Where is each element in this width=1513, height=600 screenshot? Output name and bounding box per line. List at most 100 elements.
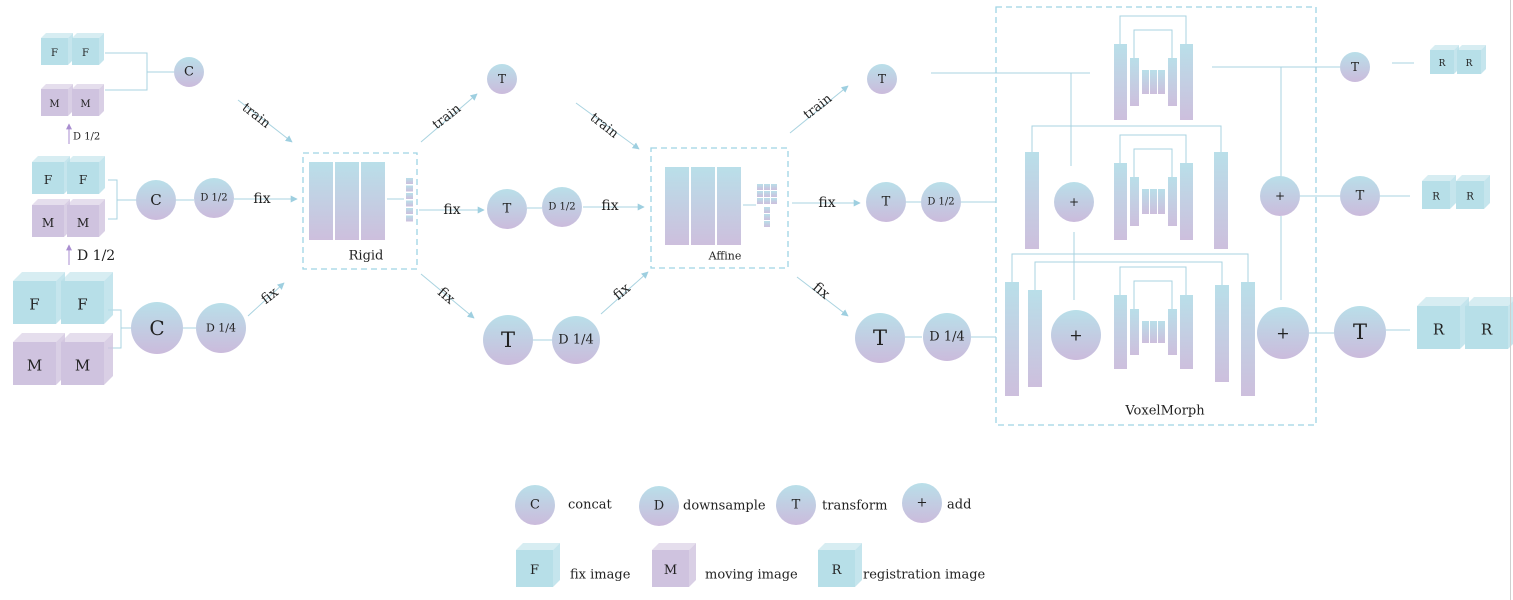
rigid-bar-3	[361, 162, 385, 240]
add-node-mid-left-label: +	[1069, 195, 1079, 209]
legend-registration-image-icon-front-face	[818, 550, 855, 587]
registration-image-mid-2-label: R	[1466, 192, 1474, 203]
affine-output-cell-2	[764, 214, 770, 220]
concat-node-mid	[136, 180, 176, 220]
arrow-fix-to-affine-low	[600, 271, 649, 315]
arrow-train-to-rigid	[237, 99, 293, 143]
moving-image-low-1-top-face	[13, 333, 65, 342]
fix-image-low-1-front-face	[13, 281, 56, 324]
moving-image-mid-2-label: M	[77, 216, 89, 230]
low-outer-left-bar-2	[1028, 290, 1042, 387]
transform-node-final-low-label: T	[1353, 320, 1367, 344]
legend-transform-label: transform	[822, 499, 887, 514]
rigid-module-box	[302, 152, 418, 270]
bracket-top	[105, 52, 148, 91]
fix-image-mid-1: F	[32, 156, 70, 194]
rigid-output-cell-2	[406, 185, 413, 192]
moving-image-mid-1-label: M	[42, 216, 54, 230]
unet-low-enc-1	[1114, 295, 1127, 369]
fix-label-7: fix	[818, 195, 835, 211]
mid-outer-skip	[1031, 125, 1222, 152]
unet-low-skip-outer	[1119, 266, 1187, 295]
train-label-3: train	[587, 110, 622, 142]
transform-node-affine-mid	[866, 182, 906, 222]
transform-node-affine-low	[855, 313, 905, 363]
unet-low-dec-1	[1180, 295, 1193, 369]
bracket-mid	[108, 179, 118, 220]
arrow-train-to-affine	[575, 102, 640, 150]
downsample-node-affine-low-label: D 1/4	[929, 330, 964, 345]
fix-image-low-2-label: F	[77, 296, 87, 314]
rigid-module-label: Rigid	[349, 249, 384, 264]
downsample-node-affine-low	[923, 313, 971, 361]
downsample-node-low-label: D 1/4	[206, 322, 236, 335]
registration-image-low-1-front-face	[1417, 306, 1460, 349]
moving-image-low-2-label: M	[75, 357, 90, 375]
legend-fix-image-label: fix image	[570, 568, 631, 583]
affine-grid-cell-2	[764, 184, 770, 190]
affine-grid-cell-3	[771, 184, 777, 190]
unet-mid-dec-1	[1180, 163, 1193, 240]
legend-downsample-icon	[639, 486, 679, 526]
unet-mid-bottleneck-2	[1150, 189, 1157, 214]
moving-image-top-1-front-face	[41, 89, 68, 116]
transform-node-affine-top-label: T	[878, 72, 886, 86]
moving-image-top-2: M	[72, 84, 104, 116]
fix-image-top-1-front-face	[41, 38, 68, 65]
affine-bar-1	[665, 167, 689, 245]
fix-image-low-1-top-face	[13, 272, 65, 281]
voxelmorph-module-label: VoxelMorph	[1124, 404, 1205, 419]
affine-bar-2	[691, 167, 715, 245]
legend-registration-image-icon-label: R	[832, 563, 843, 578]
transform-node-final-top	[1340, 52, 1370, 82]
unet-top-skip-inner	[1133, 29, 1173, 58]
fix-image-top-1-side-face	[68, 33, 73, 65]
downsample-node-rigid-low-label: D 1/4	[558, 333, 593, 348]
fix-label-3: fix	[443, 202, 460, 218]
legend-concat-icon-label: C	[530, 498, 540, 513]
concat-node-mid-label: C	[150, 191, 161, 209]
mid-outer-left-bar	[1025, 152, 1039, 249]
legend-registration-image-icon: R	[818, 543, 862, 587]
moving-image-top-2-top-face	[72, 84, 104, 89]
affine-grid-cell-7	[757, 198, 763, 204]
unet-low-skip-inner	[1133, 280, 1173, 309]
legend-moving-image-icon-side-face	[689, 543, 696, 587]
moving-image-top-2-side-face	[99, 84, 104, 116]
moving-image-top-2-front-face	[72, 89, 99, 116]
legend-registration-image-icon-top-face	[818, 543, 862, 550]
fix-image-top-2: F	[72, 33, 104, 65]
fix-image-low-2-front-face	[61, 281, 104, 324]
legend-moving-image-icon: M	[652, 543, 696, 587]
legend-fix-image-icon-label: F	[530, 563, 539, 578]
registration-image-low-2: R	[1465, 297, 1513, 349]
legend-fix-image-icon: F	[516, 543, 560, 587]
train-label-4: train	[801, 91, 836, 123]
legend-moving-image-icon-front-face	[652, 550, 689, 587]
unet-low-bottleneck-3	[1158, 321, 1165, 343]
unet-top-bottleneck-1	[1142, 70, 1149, 94]
legend-concat-icon	[515, 485, 555, 525]
legend-registration-image-icon-side-face	[855, 543, 862, 587]
registration-image-low-1: R	[1417, 297, 1469, 349]
add-node-mid-right	[1260, 176, 1300, 216]
moving-image-mid-2: M	[67, 199, 105, 237]
downsample-node-affine-mid-label: D 1/2	[927, 197, 954, 208]
registration-image-top-1-front-face	[1430, 50, 1454, 74]
transform-node-rigid-mid	[487, 189, 527, 229]
registration-image-mid-1: R	[1422, 175, 1456, 209]
fix-image-mid-1-label: F	[44, 173, 52, 187]
moving-image-low-2-top-face	[61, 333, 113, 342]
fix-image-top-1: F	[41, 33, 73, 65]
rigid-output-cell-5	[406, 208, 413, 214]
affine-output-cell-1	[764, 207, 770, 213]
transform-node-affine-top	[867, 64, 897, 94]
unet-mid-dec-2	[1168, 177, 1177, 226]
rigid-output-cell-6	[406, 215, 413, 222]
arrow-rigid-fix-low	[420, 273, 475, 319]
moving-image-top-1-top-face	[41, 84, 73, 89]
fix-image-top-2-side-face	[99, 33, 104, 65]
legend-fix-image-icon-front-face	[516, 550, 553, 587]
